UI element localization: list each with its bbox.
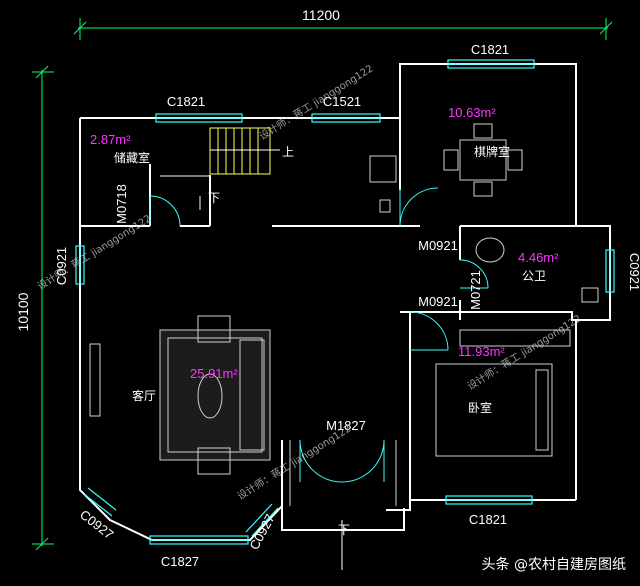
stairs [160, 127, 280, 210]
window-label-top-left: C1821 [167, 94, 205, 109]
door-label-bath: M0721 [468, 270, 483, 310]
stair-up-label: 上 [282, 145, 294, 159]
window-label-corner-right: C0927 [246, 511, 277, 552]
storage-area: 2.87m² [90, 132, 131, 147]
door-label-storage: M0718 [114, 184, 129, 224]
watermark-2: 设计师：蒋工 jianggong122 [35, 212, 154, 293]
dimension-lines [32, 18, 613, 551]
windows [75, 59, 615, 545]
overall-depth-label: 10100 [15, 292, 31, 331]
window-label-bottom-right: C1821 [469, 512, 507, 527]
bedroom-area: 11.93m² [458, 344, 505, 359]
bedroom-name: 卧室 [468, 400, 492, 415]
bath-name: 公卫 [522, 269, 546, 283]
window-label-corner-left: C0927 [77, 507, 116, 542]
chess-room-area: 10.63m² [448, 105, 496, 120]
stair-down-label: 下 [208, 191, 220, 205]
storage-name: 储藏室 [114, 150, 150, 165]
entrance-down-label: 下 [338, 523, 350, 537]
window-label-bottom-left: C1827 [161, 554, 199, 569]
window-label-top-right: C1821 [471, 42, 509, 57]
living-room-name: 客厅 [132, 388, 156, 403]
window-label-top-mid: C1521 [323, 94, 361, 109]
chess-room-name: 棋牌室 [474, 144, 510, 159]
bath-area: 4.46m² [518, 250, 559, 265]
brand-credit: 头条 @农村自建房图纸 [481, 557, 626, 573]
walls [79, 63, 611, 541]
overall-width-label: 11200 [302, 7, 340, 23]
door-label-bedroom: M0921 [418, 294, 458, 309]
window-label-right: C0921 [627, 253, 640, 291]
door-label-chess: M0921 [418, 238, 458, 253]
furniture [89, 123, 599, 570]
window-label-left: C0921 [54, 247, 69, 285]
door-label-entrance: M1827 [326, 418, 366, 433]
doors [149, 187, 489, 483]
living-room-area: 25.91m² [190, 366, 238, 381]
